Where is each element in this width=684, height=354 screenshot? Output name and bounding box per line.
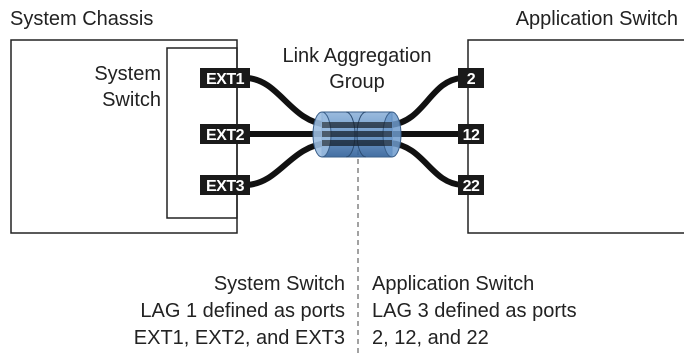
port-ext1-label: EXT1 xyxy=(206,71,245,88)
application-switch-box xyxy=(467,39,684,234)
port-2-label: 2 xyxy=(467,71,476,88)
lag-label-line1: Link Aggregation xyxy=(282,45,431,67)
port-2: 2 xyxy=(458,68,484,88)
caption-left-line2: LAG 1 defined as ports xyxy=(140,300,345,322)
port-12-label: 12 xyxy=(463,127,480,144)
application-switch-title: Application Switch xyxy=(516,8,678,30)
port-ext3: EXT3 xyxy=(200,175,250,195)
port-22: 22 xyxy=(458,175,484,195)
system-chassis-title: System Chassis xyxy=(10,8,153,30)
port-22-label: 22 xyxy=(463,178,480,195)
caption-right-line1: Application Switch xyxy=(372,273,534,295)
lag-cylinder xyxy=(312,111,402,158)
port-ext3-label: EXT3 xyxy=(206,178,245,195)
port-ext2-label: EXT2 xyxy=(206,127,245,144)
caption-left-line3: EXT1, EXT2, and EXT3 xyxy=(134,327,345,349)
port-ext2: EXT2 xyxy=(200,124,250,144)
system-switch-label-line2: Switch xyxy=(102,89,161,111)
port-ext1: EXT1 xyxy=(200,68,250,88)
port-12: 12 xyxy=(458,124,484,144)
caption-right-line3: 2, 12, and 22 xyxy=(372,327,489,349)
caption-right-line2: LAG 3 defined as ports xyxy=(372,300,577,322)
caption-left-line1: System Switch xyxy=(214,273,345,295)
system-switch-label-line1: System xyxy=(94,63,161,85)
lag-label-line2: Group xyxy=(329,71,385,93)
